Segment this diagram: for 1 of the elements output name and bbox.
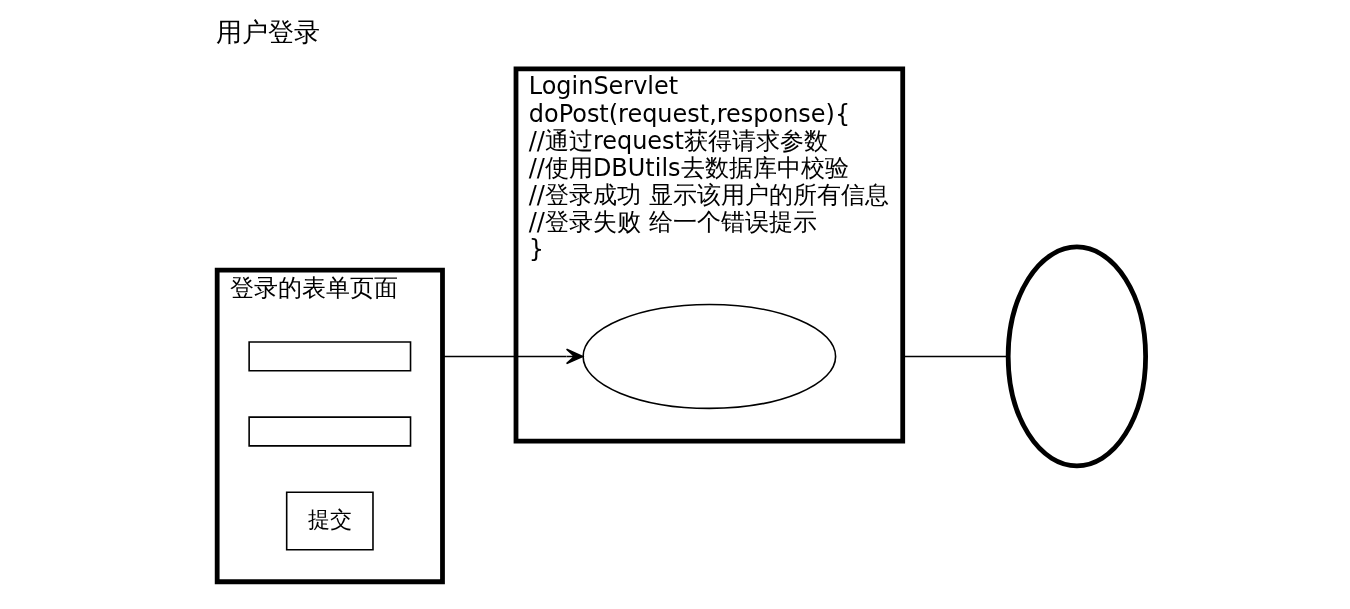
diagram-title: 用户登录 — [216, 17, 321, 48]
